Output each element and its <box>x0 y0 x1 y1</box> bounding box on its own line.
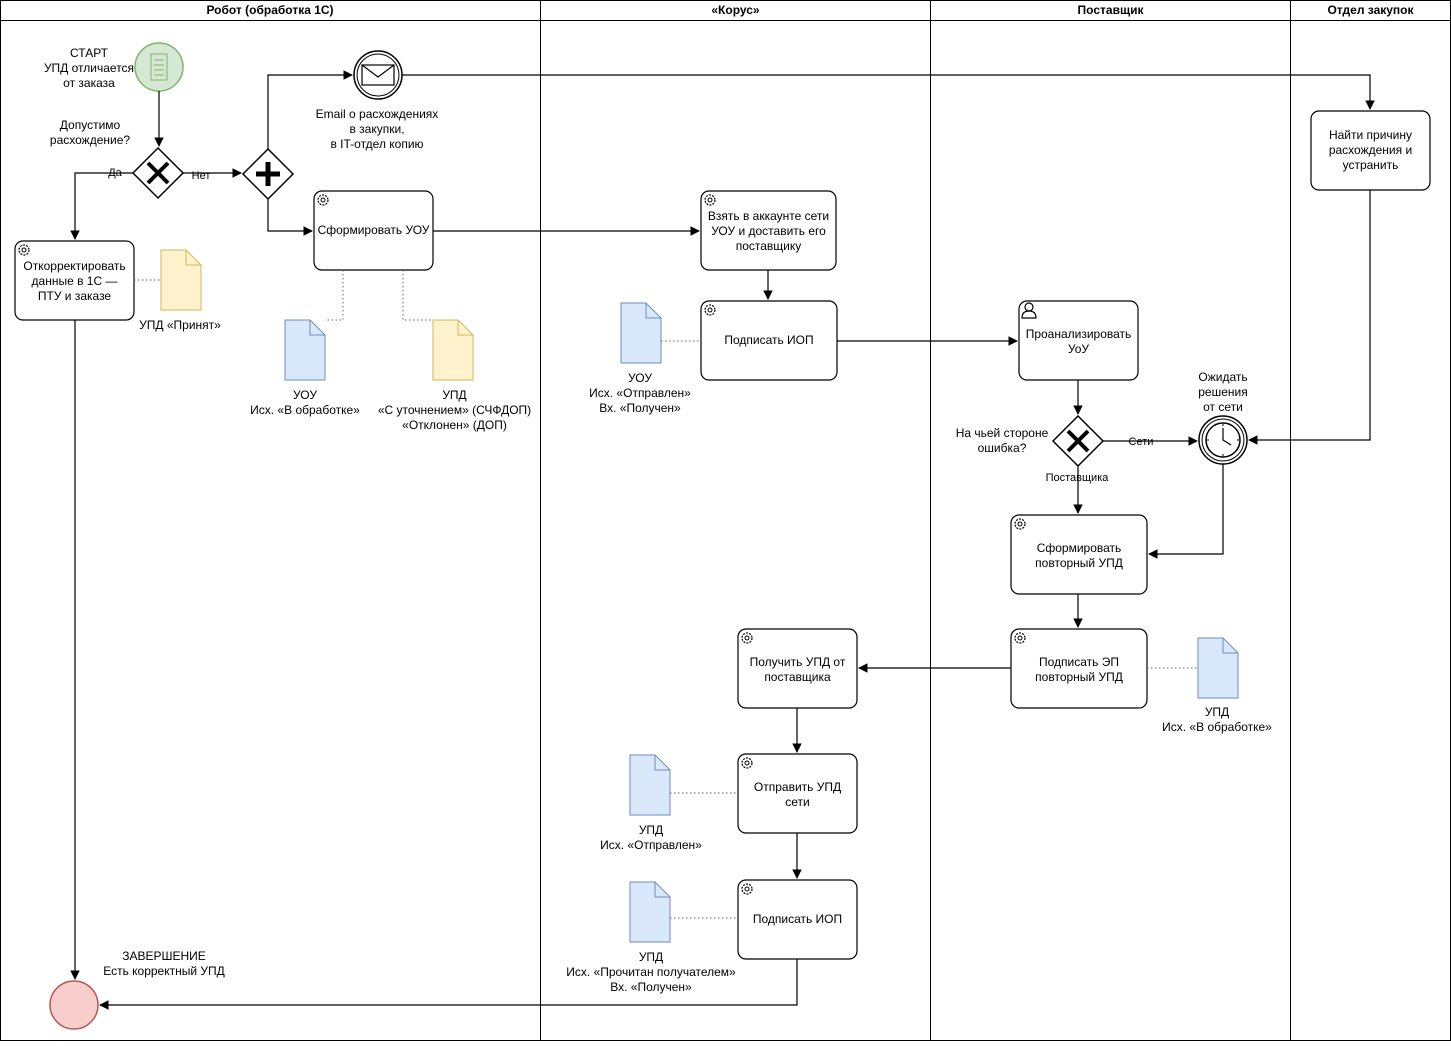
sequence-flows <box>70 70 1375 1010</box>
task-correct-data[interactable]: Откорректировать данные в 1С — ПТУ и зак… <box>23 259 126 303</box>
timer-event-label: Ожидать решения от сети <box>1198 370 1248 414</box>
associations <box>134 270 1198 919</box>
task-boxes <box>14 110 1431 960</box>
doc-upd-processing-label: УПД Исх. «В обработке» <box>1162 705 1272 734</box>
task-find-cause[interactable]: Найти причину расхождения и устранить <box>1328 128 1413 172</box>
email-event-label: Email о расхождениях в закупки, в IT-отд… <box>315 107 439 151</box>
end-event-label: ЗАВЕРШЕНИЕ Есть корректный УПД <box>103 949 225 978</box>
task-sign-ep-repeat-upd[interactable]: Подписать ЭП повторный УПД <box>1035 654 1123 684</box>
doc-upd-clarification-label: УПД «С уточнением» (СЧФДОП) «Отклонен» (… <box>377 388 532 432</box>
supplier-flow-label: Поставщика <box>1045 472 1109 484</box>
no-label: Нет <box>191 170 211 182</box>
start-event-label: СТАРТ УПД отличается от заказа <box>43 46 135 90</box>
lane-title-purchasing: Отдел закупок <box>1327 3 1414 17</box>
user-icon <box>1021 302 1037 319</box>
start-event <box>134 42 184 92</box>
gateway-question-label: Допустимо расхождение? <box>49 118 131 147</box>
doc-upd-read-label: УПД Исх. «Прочитан получателем» Вх. «Пол… <box>566 950 736 994</box>
yes-label: Да <box>108 167 122 179</box>
doc-uou-processing-label: УОУ Исх. «В обработке» <box>250 388 360 417</box>
timer-event <box>1198 415 1248 465</box>
lane-title-robot: Робот (обработка 1С) <box>206 3 334 17</box>
task-form-uou[interactable]: Сформировать УОУ <box>317 223 430 237</box>
doc-upd-accepted-label: УПД «Принят» <box>139 318 221 332</box>
task-analyze-uou[interactable]: Проанализировать УоУ <box>1025 326 1132 356</box>
task-receive-upd[interactable]: Получить УПД от поставщика <box>749 654 846 684</box>
message-event <box>353 50 403 100</box>
parallel-gateway <box>241 147 295 201</box>
lane-title-supplier: Поставщик <box>1077 3 1144 17</box>
doc-uou-sent-label: УОУ Исх. «Отправлен» Вх. «Получен» <box>589 371 691 415</box>
task-form-repeat-upd[interactable]: Сформировать повторный УПД <box>1035 540 1123 570</box>
task-sign-iop-2[interactable]: Подписать ИОП <box>752 912 843 926</box>
error-gateway-label: На чьей стороне ошибка? <box>955 426 1049 455</box>
lane-title-korus: «Корус» <box>711 3 760 17</box>
task-send-upd[interactable]: Отправить УПД сети <box>753 779 842 809</box>
task-take-uou[interactable]: Взять в аккаунте сети УОУ и доставить ег… <box>707 209 830 253</box>
exclusive-gateway-error-side <box>1051 414 1105 468</box>
exclusive-gateway-allowable <box>131 146 185 200</box>
network-flow-label: Сети <box>1128 436 1154 448</box>
task-sign-iop-1[interactable]: Подписать ИОП <box>724 333 814 347</box>
end-event <box>49 980 99 1030</box>
doc-upd-sent-label: УПД Исх. «Отправлен» <box>600 823 702 852</box>
